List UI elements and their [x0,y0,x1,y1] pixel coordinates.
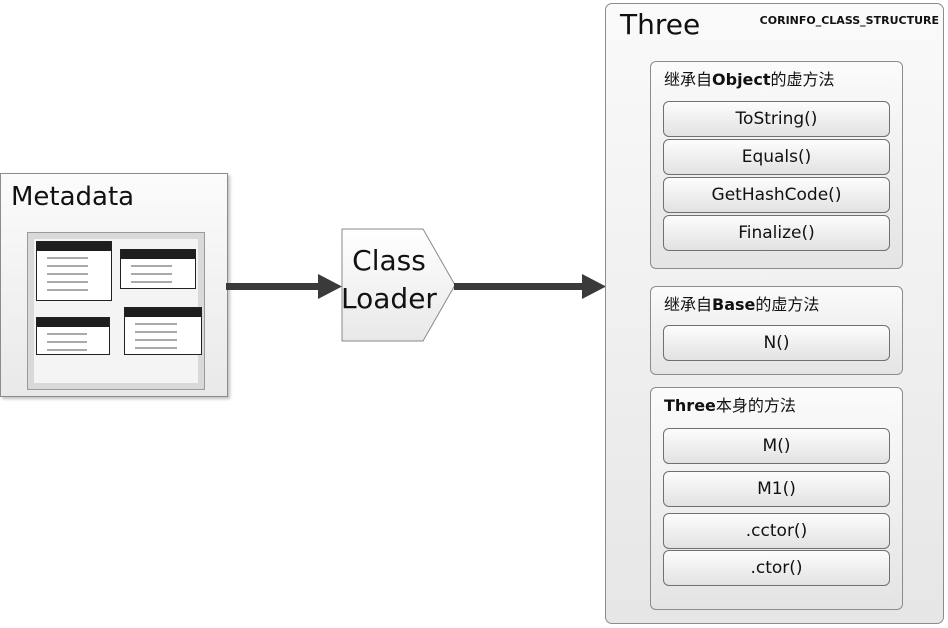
class-loader-line1: Class [352,244,426,277]
class-loader-line2: Loader [341,282,437,315]
corinfo-class-structure-label: CORINFO_CLASS_STRUCTURE [759,14,939,27]
arrow-metadata-to-loader-line [226,283,324,290]
method-finalize: Finalize() [663,215,890,251]
class-loader-label: Class Loader [341,242,437,318]
method-tostring: ToString() [663,101,890,137]
group-title: 继承自Base的虚方法 [664,295,820,314]
group-three-own-methods: Three本身的方法 M() M1() .cctor() .ctor() [650,387,903,610]
method-m: M() [663,428,890,464]
method-equals: Equals() [663,139,890,175]
method-n: N() [663,325,890,361]
group-base-virtual-methods: 继承自Base的虚方法 N() [650,286,903,375]
class-loader-shape [341,228,456,342]
group-object-virtual-methods: 继承自Object的虚方法 ToString() Equals() GetHas… [650,61,903,269]
group-title: 继承自Object的虚方法 [664,70,835,89]
three-class-structure: Three CORINFO_CLASS_STRUCTURE 继承自Object的… [605,3,944,624]
method-ctor: .ctor() [663,550,890,586]
three-title: Three [620,8,701,41]
group-title: Three本身的方法 [664,396,796,415]
metadata-panel: Metadata [0,173,228,397]
arrow-loader-to-three-line [454,283,588,290]
arrow-head-icon [318,274,342,299]
metadata-diagram-thumbnail [27,232,205,390]
method-m1: M1() [663,471,890,507]
metadata-title: Metadata [11,182,135,212]
arrow-head-icon [582,274,606,299]
method-gethashcode: GetHashCode() [663,177,890,213]
method-cctor: .cctor() [663,513,890,549]
